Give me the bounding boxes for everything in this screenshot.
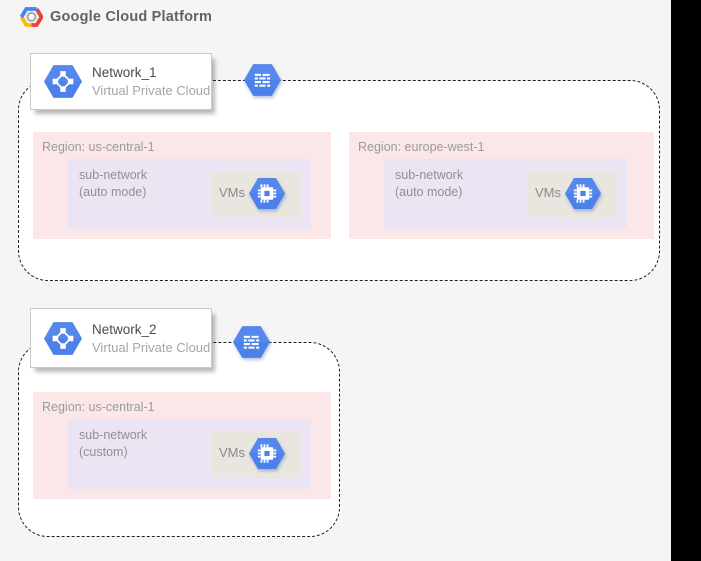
subnet-label: sub-network (auto mode) [79, 168, 148, 199]
network-type: Virtual Private Cloud [92, 83, 211, 98]
subnet-auto-mode: sub-network (auto mode) VMs [384, 159, 627, 229]
firewall-icon [233, 326, 270, 358]
subnet-custom: sub-network (custom) VMs [68, 419, 311, 489]
region-us-central-1: Region: us-central-1 sub-network (custom… [33, 392, 331, 499]
subnet-label: sub-network (auto mode) [395, 168, 464, 199]
vms-label: VMs [219, 445, 245, 460]
subnet-auto-mode: sub-network (auto mode) VMs [68, 159, 311, 229]
compute-engine-icon [565, 178, 601, 209]
network-2-boundary: Region: us-central-1 sub-network (custom… [18, 342, 340, 537]
network-name: Network_2 [92, 321, 157, 337]
vms-label: VMs [219, 185, 245, 200]
page-title: Google Cloud Platform [50, 9, 213, 25]
header: Google Cloud Platform [20, 7, 212, 27]
screen-edge-right [671, 0, 701, 561]
vms-box: VMs [211, 431, 301, 478]
network-1-card: Network_1 Virtual Private Cloud [30, 53, 212, 110]
vms-label: VMs [535, 185, 561, 200]
region-us-central-1: Region: us-central-1 sub-network (auto m… [33, 132, 331, 239]
region-europe-west-1: Region: europe-west-1 sub-network (auto … [349, 132, 654, 239]
network-1-boundary: Region: us-central-1 sub-network (auto m… [18, 80, 660, 281]
vms-box: VMs [211, 171, 301, 218]
region-label: Region: europe-west-1 [358, 140, 485, 154]
subnet-label: sub-network (custom) [79, 428, 148, 459]
region-label: Region: us-central-1 [42, 140, 155, 154]
compute-engine-icon [249, 178, 285, 209]
network-2-card: Network_2 Virtual Private Cloud [30, 308, 212, 368]
vpc-network-icon [44, 65, 82, 98]
vpc-network-icon [44, 321, 82, 355]
card-text: Network_2 Virtual Private Cloud [92, 321, 210, 356]
firewall-icon [244, 64, 281, 96]
network-type: Virtual Private Cloud [92, 339, 211, 355]
gcp-logo-icon [20, 7, 43, 27]
network-name: Network_1 [92, 65, 157, 80]
card-text: Network_1 Virtual Private Cloud [92, 64, 210, 99]
compute-engine-icon [249, 438, 285, 469]
vms-box: VMs [527, 171, 617, 218]
region-label: Region: us-central-1 [42, 400, 155, 414]
